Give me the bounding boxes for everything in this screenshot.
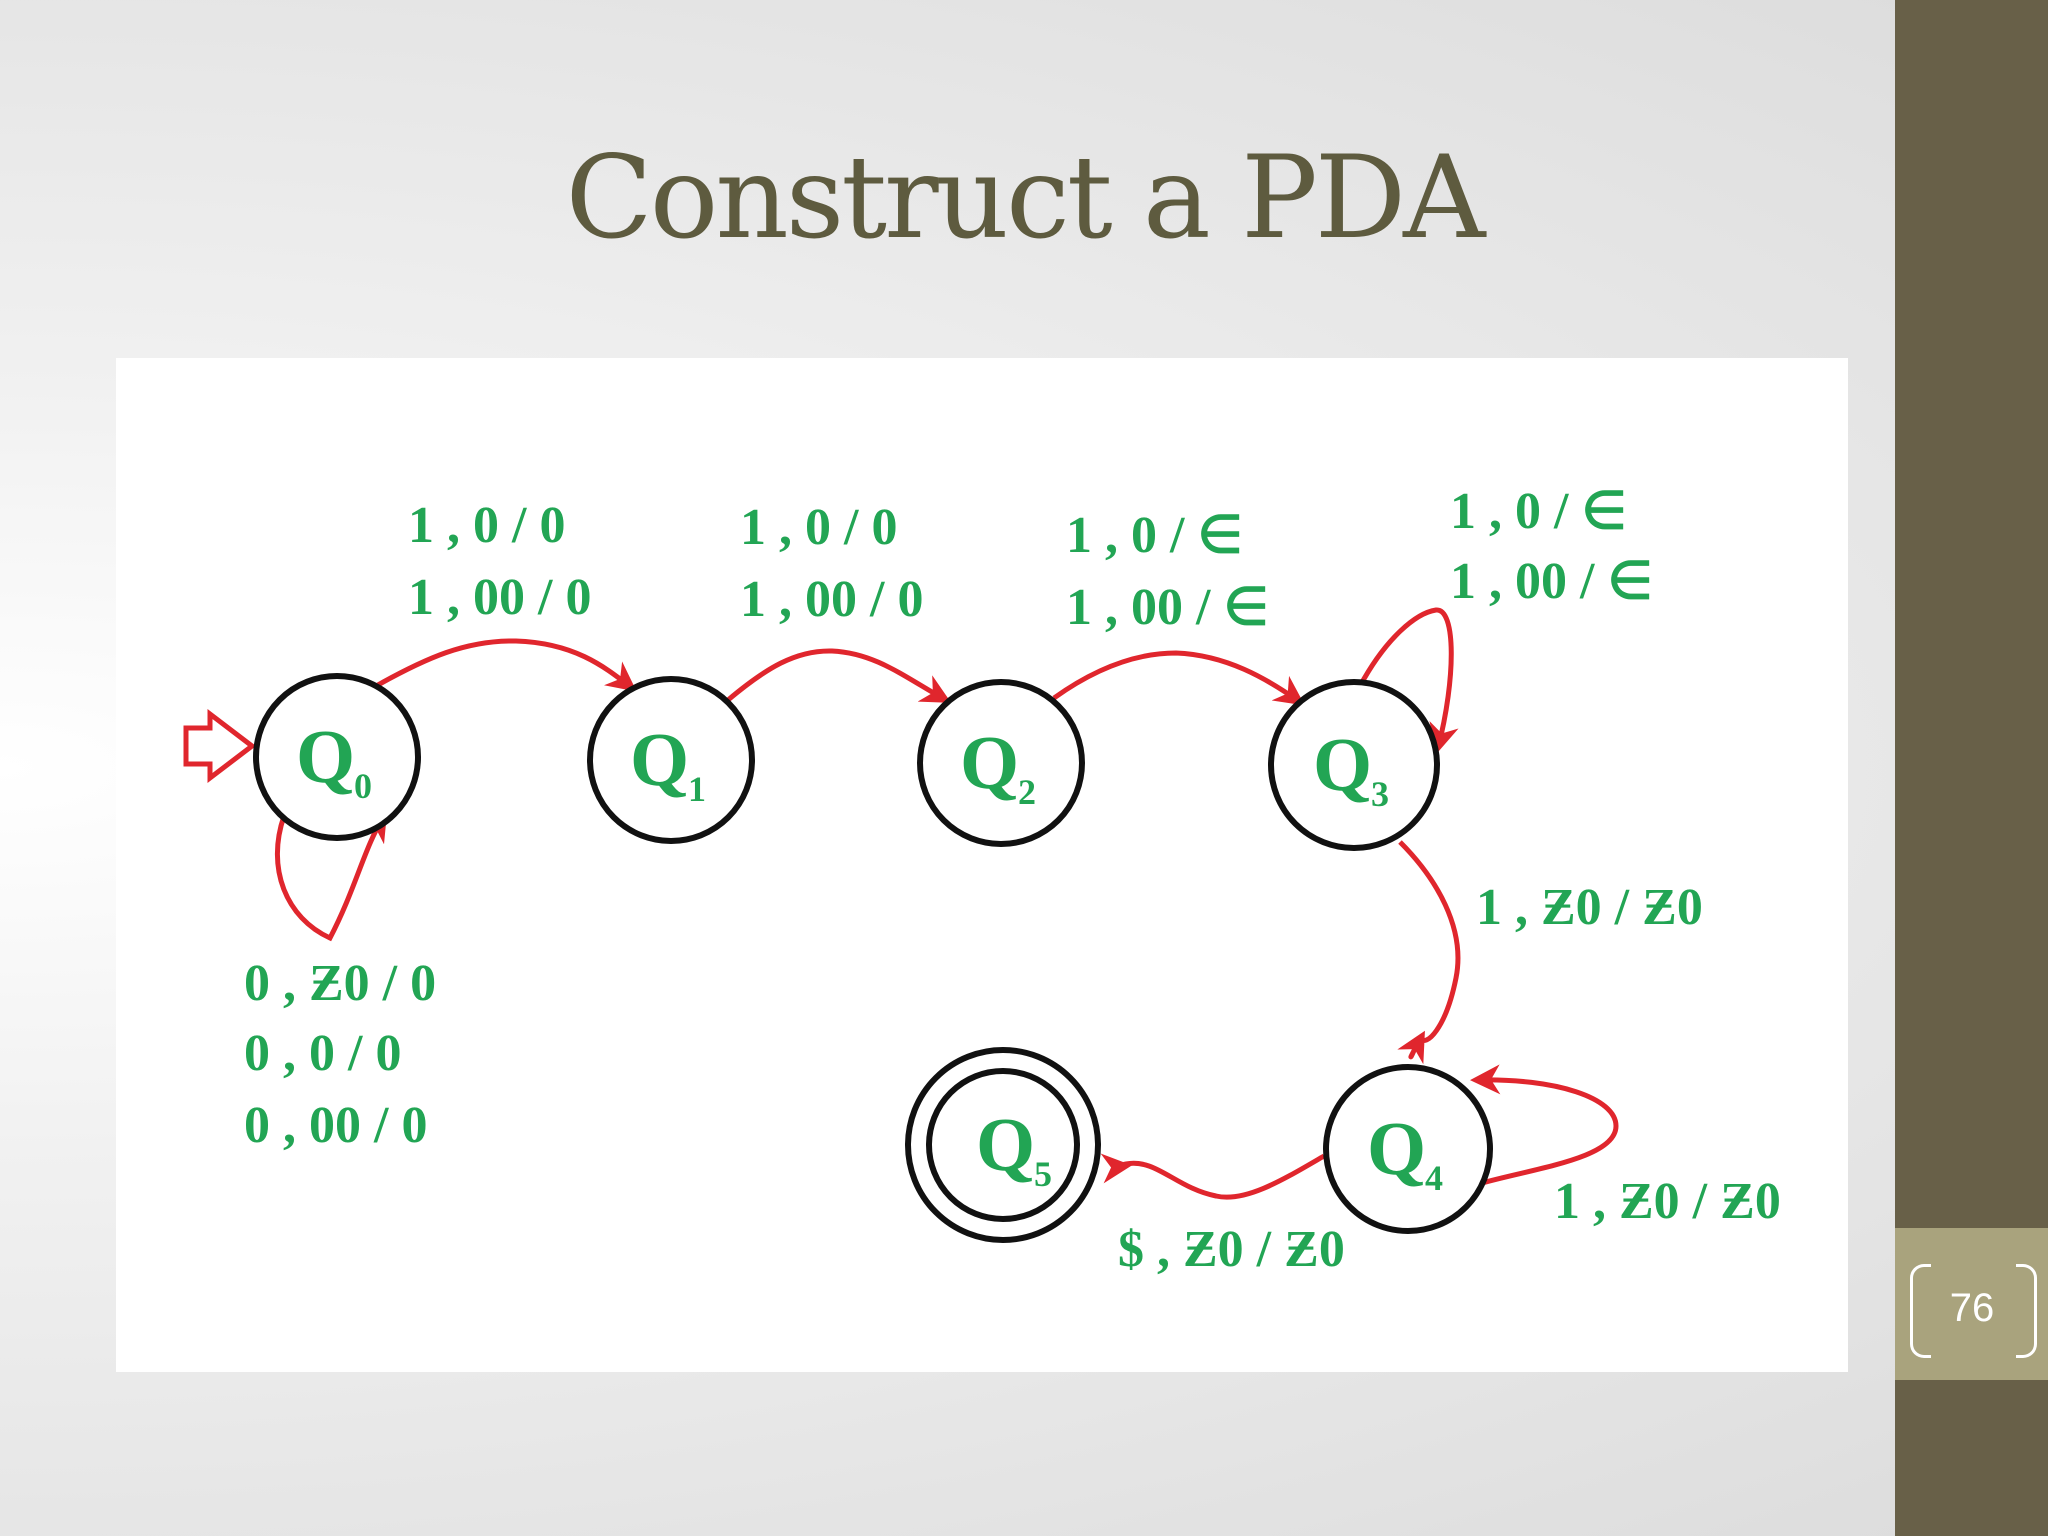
- label-q1-q2-line2: 1 , 00 / 0: [740, 571, 923, 628]
- right-bracket-icon: [2016, 1264, 2037, 1358]
- edge-q3-self: [1357, 607, 1459, 754]
- label-q3-q4: 1 , Ƶ0 / Ƶ0: [1476, 879, 1703, 936]
- pda-diagram: Q 0 Q 1 Q 2 Q 3 Q 4 Q 5 1 , 0 / 0 1 , 00…: [116, 358, 1848, 1372]
- state-q1-sub: 1: [688, 769, 706, 809]
- edge-q2-q3: [1052, 650, 1305, 706]
- label-q0-self-line1: 0 , Ƶ0 / 0: [244, 955, 436, 1012]
- state-q5-sub: 5: [1034, 1154, 1052, 1194]
- label-q0-self-line3: 0 , 00 / 0: [244, 1097, 427, 1154]
- state-q1: Q 1: [587, 676, 755, 844]
- page-number: 76: [1949, 1285, 1995, 1330]
- label-q1-q2: 1 , 0 / 0 1 , 00 / 0: [740, 499, 923, 628]
- edge-q1-q2: [726, 648, 952, 703]
- label-q4-q5: $ , Ƶ0 / Ƶ0: [1118, 1221, 1345, 1278]
- state-q4: Q 4: [1323, 1064, 1493, 1234]
- label-q0-q1-line2: 1 , 00 / 0: [408, 569, 591, 626]
- edge-q0-self: [274, 810, 388, 942]
- state-q0-sub: 0: [354, 766, 372, 806]
- state-q4-sub: 4: [1425, 1158, 1443, 1198]
- label-q0-self: 0 , Ƶ0 / 0 0 , 0 / 0 0 , 00 / 0: [244, 955, 436, 1154]
- state-q5-label: Q: [976, 1103, 1035, 1187]
- state-q3-label: Q: [1313, 723, 1372, 807]
- state-q1-label: Q: [630, 718, 689, 802]
- state-q5-accepting: Q 5: [905, 1047, 1101, 1243]
- state-q4-label: Q: [1367, 1107, 1426, 1191]
- label-q3-self: 1 , 0 / ∈ 1 , 00 / ∈: [1450, 483, 1653, 610]
- state-q2: Q 2: [917, 679, 1085, 847]
- label-q2-q3-line2: 1 , 00 / ∈: [1066, 579, 1269, 636]
- start-arrow-icon: [183, 708, 257, 784]
- edge-q0-q1: [374, 638, 637, 692]
- left-bracket-icon: [1910, 1264, 1931, 1358]
- edge-q3-q4: [1397, 840, 1461, 1065]
- edge-q4-q5: [1100, 1153, 1326, 1200]
- state-q0: Q 0: [253, 673, 421, 841]
- label-q0-q1: 1 , 0 / 0 1 , 00 / 0: [408, 497, 591, 626]
- state-q2-sub: 2: [1018, 772, 1036, 812]
- state-q3: Q 3: [1268, 679, 1440, 851]
- label-q3-self-line1: 1 , 0 / ∈: [1450, 483, 1627, 540]
- label-q3-self-line2: 1 , 00 / ∈: [1450, 553, 1653, 610]
- edge-q4-self: [1470, 1064, 1619, 1186]
- slide-title: Construct a PDA: [565, 131, 1485, 264]
- label-q2-q3-line1: 1 , 0 / ∈: [1066, 507, 1243, 564]
- label-q1-q2-line1: 1 , 0 / 0: [740, 499, 897, 556]
- label-q4-self: 1 , Ƶ0 / Ƶ0: [1554, 1173, 1781, 1230]
- state-q3-sub: 3: [1371, 774, 1389, 814]
- label-q0-q1-line1: 1 , 0 / 0: [408, 497, 565, 554]
- state-q2-label: Q: [960, 721, 1019, 805]
- label-q0-self-line2: 0 , 0 / 0: [244, 1025, 401, 1082]
- state-q0-label: Q: [296, 715, 355, 799]
- label-q2-q3: 1 , 0 / ∈ 1 , 00 / ∈: [1066, 507, 1269, 636]
